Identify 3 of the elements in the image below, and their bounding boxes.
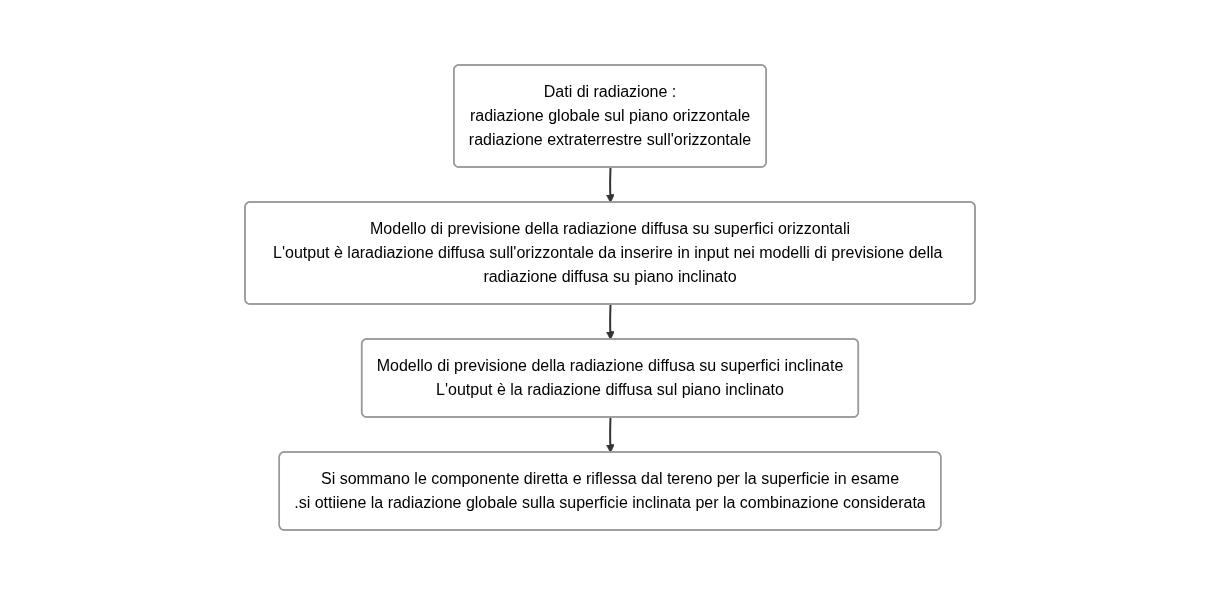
arrow (605, 166, 615, 203)
arrow (605, 303, 615, 340)
arrow (605, 416, 615, 453)
